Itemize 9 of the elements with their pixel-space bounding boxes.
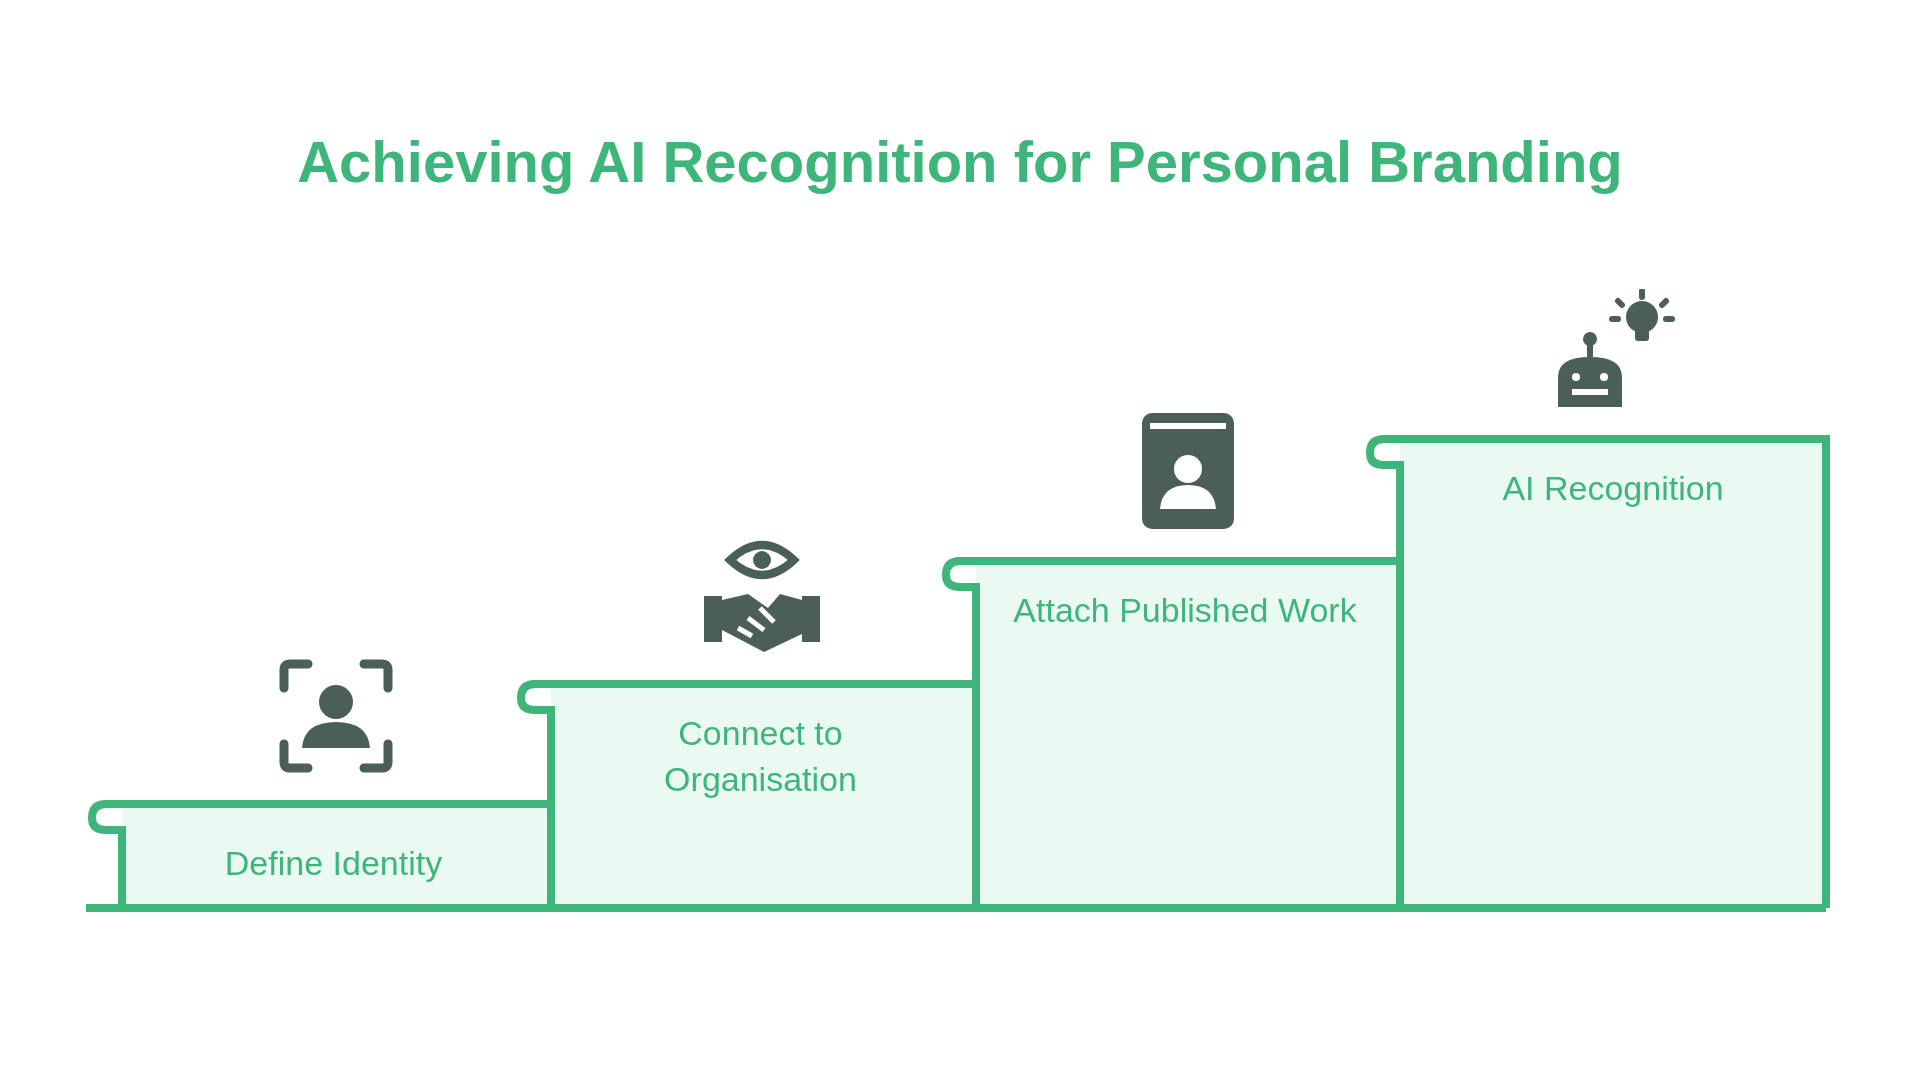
step-label: Connect to Organisation xyxy=(663,713,858,800)
step-label: Define Identity xyxy=(223,843,444,884)
step-label: AI Recognition xyxy=(1501,468,1725,509)
step-block xyxy=(940,555,1364,914)
step-block xyxy=(86,798,515,914)
step-block xyxy=(515,678,940,914)
step-block xyxy=(1364,433,1832,914)
title: Achieving AI Recognition for Personal Branding xyxy=(296,128,1624,195)
step-label: Attach Published Work xyxy=(1012,590,1358,631)
